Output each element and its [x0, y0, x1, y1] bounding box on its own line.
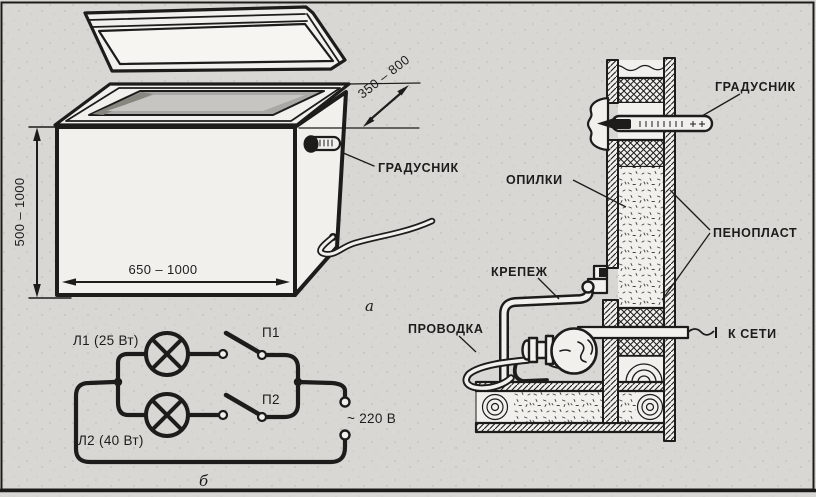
- lamp1-label: Л1 (25 Вт): [73, 333, 139, 348]
- dimension-depth: [298, 82, 421, 129]
- section-leader-lines: [458, 93, 741, 353]
- sawdust-top-wavy-line: [609, 64, 665, 72]
- bracket-strap: [501, 288, 592, 384]
- inner-board-lower: [602, 299, 619, 424]
- mains-wire: [687, 328, 715, 336]
- foam-leader-upper: [669, 189, 711, 231]
- outer-board: [663, 57, 676, 442]
- power-cord: [317, 217, 436, 258]
- wood-grain-arcs: [625, 363, 663, 383]
- switch1-label: П1: [262, 325, 280, 340]
- mains-terminal-bottom: [339, 429, 351, 441]
- bulb-assembly: [462, 280, 598, 392]
- foam-leader-lower: [661, 232, 711, 301]
- box-lid: [83, 5, 347, 73]
- wiring-leader: [458, 335, 477, 353]
- sawdust-label: ОПИЛКИ: [506, 173, 563, 187]
- inner-board-upper: [606, 59, 619, 104]
- junction-dot-right: [293, 377, 303, 387]
- bracket-leader: [537, 277, 560, 300]
- switch1-symbol: [217, 330, 268, 361]
- panel-letter-a: а: [365, 297, 374, 315]
- wiring-label: ПРОВОДКА: [408, 322, 484, 336]
- switch2-label: П2: [262, 392, 280, 407]
- light-bulb: [550, 327, 598, 375]
- bracket-label: КРЕПЕЖ: [491, 265, 548, 279]
- dim-height-text: 500 – 1000: [12, 177, 27, 246]
- foam-block-1: [616, 76, 666, 105]
- circuit-diagram: Л1 (25 Вт) Л2 (40 Вт) П1 П2 ~ 220 В б: [73, 325, 396, 490]
- section-thermometer-icon: [597, 114, 714, 133]
- box-rim-inner-line: [65, 87, 341, 122]
- step-notch: [599, 268, 607, 277]
- lamp2-label: Л2 (40 Вт): [78, 433, 144, 448]
- box-thermometer-icon: [303, 135, 342, 153]
- to-mains-label: К СЕТИ: [728, 327, 777, 341]
- switch2-symbol: [217, 392, 268, 423]
- floor-board-bottom: [474, 421, 673, 434]
- bracket-screw: [581, 280, 595, 294]
- junction-dot-left: [113, 377, 123, 387]
- box-front-face: [55, 125, 297, 297]
- box-opening-shadow: [92, 92, 153, 115]
- foam-block-4: [616, 336, 666, 358]
- floor-grain-left: [481, 393, 509, 421]
- sawdust-leader: [572, 179, 627, 208]
- lamp2-symbol: [144, 392, 190, 438]
- dimension-height: [28, 126, 72, 299]
- floor-assembly: [474, 380, 673, 434]
- foam-block-3: [616, 306, 666, 329]
- wiring-loop: [464, 358, 530, 390]
- dimension-width: [62, 278, 290, 286]
- section-thermometer-label: ГРАДУСНИК: [715, 80, 796, 94]
- panel-letter-b: б: [199, 472, 209, 490]
- thermometer-leader-line: [340, 151, 375, 167]
- mains-terminal-top: [339, 396, 351, 408]
- box-opening-floor: [107, 95, 305, 111]
- mains-voltage-label: ~ 220 В: [347, 411, 396, 426]
- chest-box-drawing: ГРАДУСНИК 500 – 1000 650 – 1000 350 – 80…: [12, 5, 459, 315]
- wall-section-drawing: ГРАДУСНИК ОПИЛКИ ПЕНОПЛАСТ КРЕПЕЖ ПРОВОД…: [408, 57, 797, 442]
- foam-label: ПЕНОПЛАСТ: [713, 226, 797, 240]
- dim-width-text: 650 – 1000: [128, 262, 197, 277]
- mains-conduit: [576, 325, 690, 340]
- thermometer-grommet: [586, 96, 610, 152]
- box-thermometer-label: ГРАДУСНИК: [378, 161, 459, 175]
- circuit-wires: [73, 351, 348, 465]
- inner-board-middle: [606, 139, 619, 269]
- sawdust-fill: [618, 167, 664, 308]
- lamp1-symbol: [144, 331, 190, 377]
- foam-block-2: [616, 138, 666, 169]
- thermometer-leader: [701, 93, 741, 117]
- floor-grain-right: [636, 393, 664, 421]
